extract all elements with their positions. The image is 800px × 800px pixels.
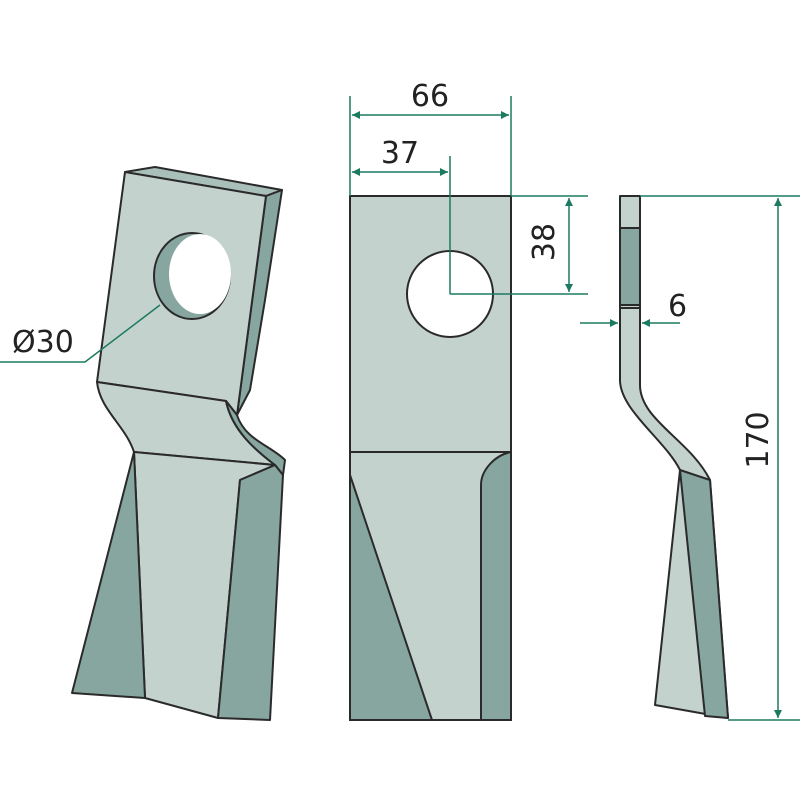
- width-total-label: 66: [411, 79, 449, 114]
- hole-offset-x-label: 37: [381, 136, 419, 171]
- dimension-lines: [0, 96, 800, 721]
- front-view: [349, 195, 512, 721]
- side-view: [619, 195, 729, 719]
- length-label: 170: [741, 411, 776, 468]
- perspective-view: [71, 166, 286, 721]
- thickness-label: 6: [668, 289, 687, 324]
- hole-offset-y-label: 38: [527, 223, 562, 261]
- hole-diameter-label: Ø30: [12, 325, 74, 360]
